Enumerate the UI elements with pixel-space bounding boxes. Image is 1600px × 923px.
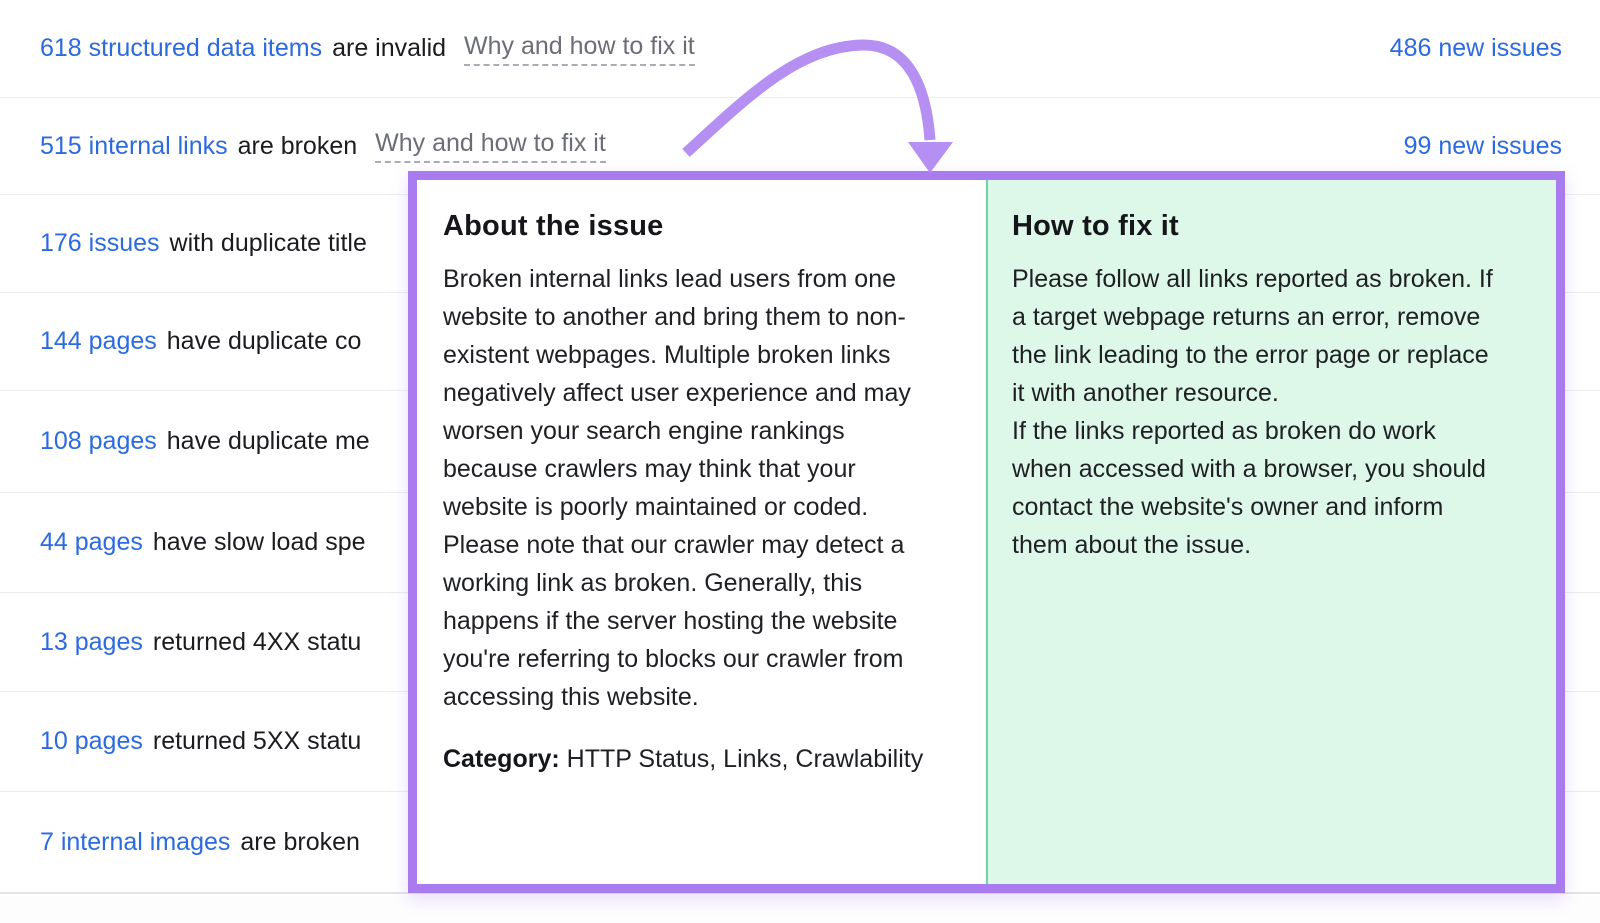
- why-how-fix-link[interactable]: Why and how to fix it: [464, 32, 695, 66]
- issue-description: have duplicate me: [166, 427, 370, 455]
- issue-count-link[interactable]: 108 pages: [40, 427, 157, 455]
- issue-description: have duplicate co: [166, 327, 362, 355]
- category-line: Category: HTTP Status, Links, Crawlabili…: [443, 740, 946, 778]
- page-footer-area: [0, 896, 1600, 923]
- issue-row: 618 structured data items are invalid Wh…: [0, 0, 1600, 98]
- issue-count-link[interactable]: 144 pages: [40, 327, 157, 355]
- issue-count-link[interactable]: 515 internal links: [40, 131, 228, 160]
- issue-count-link[interactable]: 176 issues: [40, 229, 160, 257]
- why-how-fix-link[interactable]: Why and how to fix it: [375, 129, 606, 163]
- about-the-issue-panel: About the issue Broken internal links le…: [417, 180, 986, 884]
- issue-count-link[interactable]: 7 internal images: [40, 827, 231, 856]
- how-to-fix-title: How to fix it: [1012, 210, 1179, 242]
- issue-description: returned 4XX statu: [152, 627, 362, 656]
- issue-description: are broken: [237, 131, 358, 160]
- issue-description: are invalid: [332, 34, 447, 62]
- how-to-fix-panel: How to fix it Please follow all links re…: [988, 180, 1556, 884]
- new-issues-link[interactable]: 99 new issues: [1403, 131, 1562, 160]
- issue-description: have slow load spe: [152, 528, 366, 556]
- category-label: Category:: [443, 745, 560, 773]
- new-issues-link[interactable]: 486 new issues: [1389, 34, 1562, 62]
- issue-count-link[interactable]: 618 structured data items: [40, 34, 323, 62]
- issue-count-link[interactable]: 44 pages: [40, 528, 143, 556]
- issue-description: are broken: [240, 827, 360, 856]
- issue-count-link[interactable]: 10 pages: [40, 727, 143, 755]
- about-paragraph-1: Broken internal links lead users from on…: [443, 265, 911, 521]
- fix-paragraph-1: Please follow all links reported as brok…: [1012, 265, 1493, 407]
- panel-divider: [986, 180, 988, 884]
- about-paragraph-2: Please note that our crawler may detect …: [443, 531, 905, 711]
- issue-description: with duplicate title: [169, 229, 367, 257]
- about-the-issue-title: About the issue: [443, 210, 664, 242]
- category-value: HTTP Status, Links, Crawlability: [559, 745, 924, 773]
- issue-details-popup: About the issue Broken internal links le…: [408, 171, 1565, 893]
- issue-description: returned 5XX statu: [152, 727, 362, 755]
- fix-paragraph-2: If the links reported as broken do work …: [1012, 417, 1486, 559]
- issue-count-link[interactable]: 13 pages: [40, 627, 143, 656]
